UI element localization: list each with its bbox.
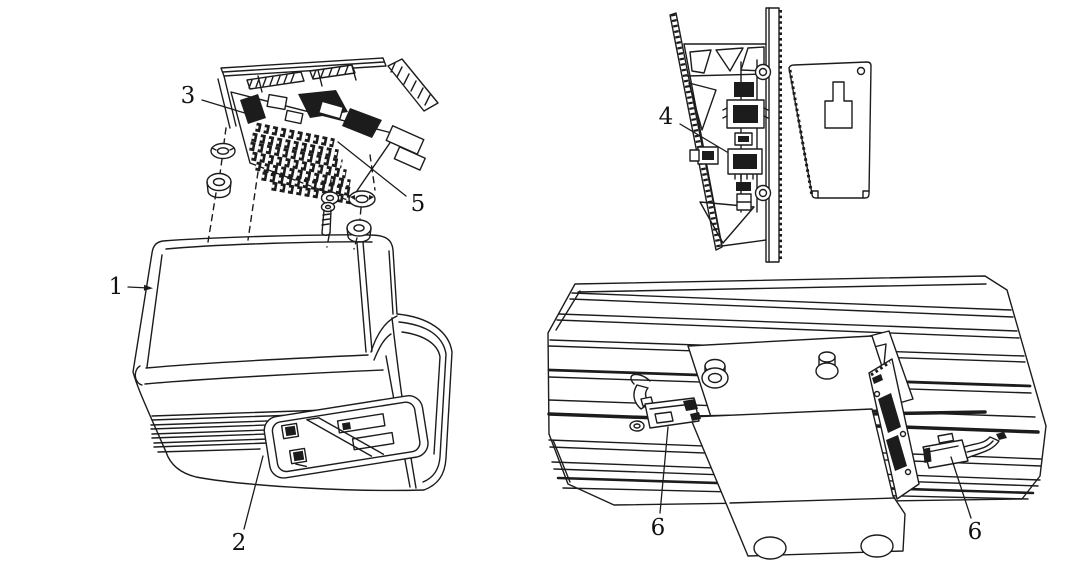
- washer: [210, 142, 236, 160]
- callout-leader-4: [679, 123, 728, 153]
- thumb-screw: [701, 358, 729, 389]
- callout-layer: 1 2 3 4 5 6 6: [109, 83, 983, 556]
- small-nut: [320, 191, 340, 205]
- box-front-face: [689, 408, 906, 557]
- pcb-assembly: [217, 57, 439, 205]
- callout-label-6: 6: [968, 519, 983, 545]
- housing: [132, 234, 453, 492]
- callout-label-6: 6: [651, 515, 666, 541]
- connector-stack: [689, 82, 769, 211]
- bracket-side-view: [669, 7, 872, 263]
- connector-opening: [263, 395, 429, 479]
- thumb-screw: [815, 351, 839, 380]
- washer: [348, 190, 376, 208]
- cover-plate: [788, 61, 872, 199]
- fasteners: [206, 127, 376, 250]
- callout-label-5: 5: [411, 191, 426, 217]
- callout-leader-6: [950, 456, 972, 519]
- screw: [320, 201, 336, 236]
- cable-connector-left: [629, 373, 701, 432]
- bracket-rail-bar: [765, 7, 782, 263]
- serrated-strip: [669, 12, 723, 251]
- cable-connector-right: [922, 432, 1007, 469]
- exploded-view: [132, 57, 453, 492]
- callout-label-2: 2: [232, 530, 247, 556]
- nut: [206, 172, 232, 199]
- callout-label-1: 1: [109, 274, 124, 300]
- callout-leader-2: [243, 455, 264, 530]
- callout-label-4: 4: [659, 104, 674, 130]
- callout-leader-3: [201, 99, 249, 115]
- keyhole-cutout: [824, 81, 853, 129]
- callout-leader-6: [659, 426, 669, 514]
- callout-label-3: 3: [181, 83, 196, 109]
- bracket-web: [683, 43, 772, 247]
- rail-assembly: [547, 275, 1047, 560]
- nut: [346, 219, 372, 243]
- leader-arrowhead: [143, 284, 153, 291]
- connector-panel: [868, 358, 920, 500]
- callout-leader-5: [337, 141, 407, 197]
- connector-box: [687, 330, 987, 560]
